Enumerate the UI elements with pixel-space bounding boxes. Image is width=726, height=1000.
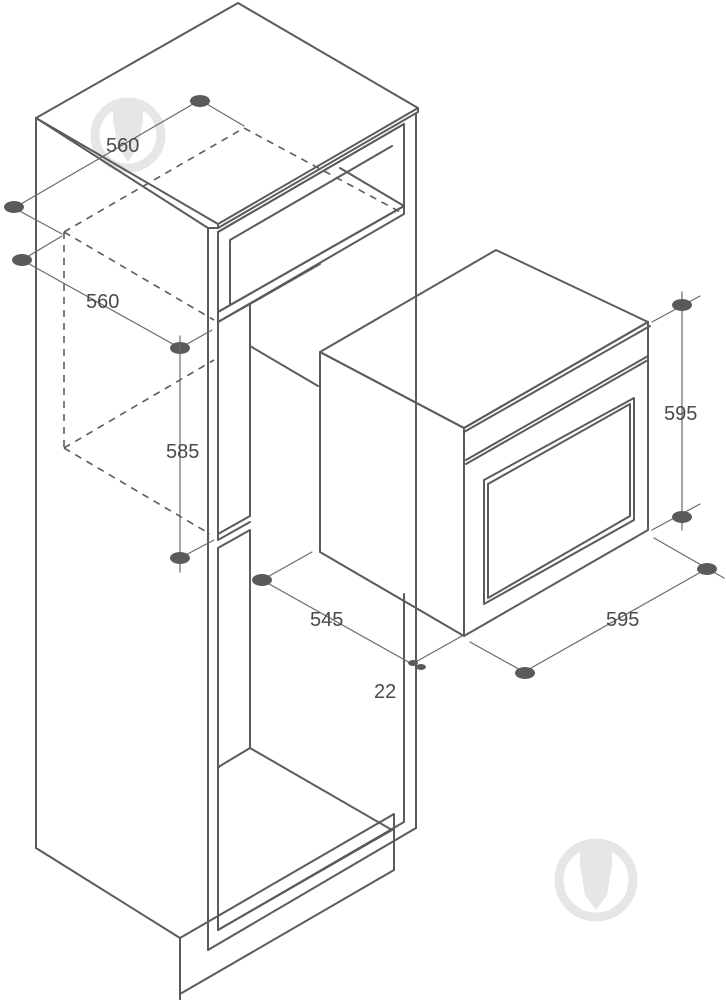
- oven: [319, 249, 651, 637]
- dimension-dot: [515, 667, 535, 679]
- dimension-oven-height: 595: [651, 291, 701, 531]
- dimension-oven-height-label: 595: [664, 403, 697, 425]
- dimension-cabinet-width: 560: [12, 235, 213, 354]
- dimension-dot: [252, 574, 272, 586]
- dimension-niche-height: 585: [166, 335, 215, 573]
- dimension-dot: [672, 299, 692, 311]
- dimension-oven-depth: 545 22: [252, 551, 463, 703]
- dimension-dot: [672, 511, 692, 523]
- dimension-dot: [408, 660, 418, 666]
- dimension-dot: [697, 563, 717, 575]
- dimension-oven-depth-label: 545: [310, 609, 343, 631]
- dimension-dot: [170, 552, 190, 564]
- dimension-dot: [12, 254, 32, 266]
- dimension-niche-height-label: 585: [166, 441, 199, 463]
- dimension-dot: [4, 201, 24, 213]
- dimension-front-gap-label: 22: [374, 681, 396, 703]
- dimension-cabinet-depth-label: 560: [106, 135, 139, 157]
- dimension-cabinet-width-label: 560: [86, 291, 119, 313]
- tall-cabinet: [35, 2, 419, 1000]
- dimension-cabinet-depth: 560: [4, 95, 245, 235]
- recess-outline: [63, 127, 405, 535]
- dimension-oven-width: 595: [469, 537, 725, 679]
- dimension-oven-width-label: 595: [606, 609, 639, 631]
- watermark-logo-bottom: [554, 838, 638, 922]
- dimension-dot: [416, 664, 426, 670]
- dimension-dot: [190, 95, 210, 107]
